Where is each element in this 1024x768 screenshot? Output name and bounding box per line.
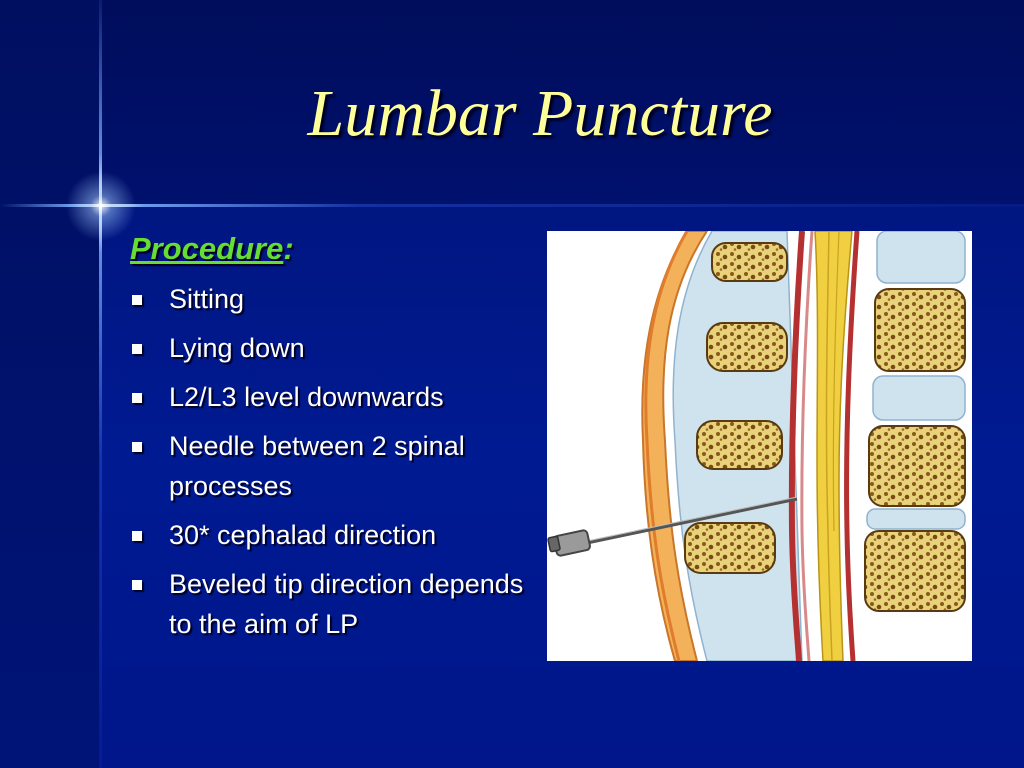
section-heading-suffix: : [283,231,294,266]
lens-flare-star-icon [60,165,142,247]
section-heading: Procedure: [130,230,530,267]
bullet-text: Sitting [169,284,245,315]
bullet-item: Beveled tip direction depends to the aim… [130,564,530,644]
bullet-square-icon [132,393,142,404]
spine-needle-illustration-icon [547,231,966,661]
bullet-square-icon [132,531,142,542]
lens-flare-horizontal [0,204,1024,207]
left-band [0,0,100,768]
bullet-text: Beveled tip direction depends to the aim… [169,569,524,640]
bullet-text: L2/L3 level downwards [169,382,444,413]
section-heading-word: Procedure [130,231,284,266]
bullet-item: L2/L3 level downwards [130,377,530,417]
header-band [0,0,1024,207]
bullet-item: Needle between 2 spinal processes [130,426,530,506]
slide-content: Procedure: Sitting Lying down L2/L3 leve… [130,230,530,653]
lens-flare-vertical [99,0,102,768]
bullet-text: 30* cephalad direction [169,520,437,551]
bullet-item: Sitting [130,279,530,319]
bullet-text: Lying down [169,333,305,364]
bullet-square-icon [132,580,142,591]
bullet-square-icon [132,344,142,355]
bullet-text: Needle between 2 spinal processes [169,431,465,502]
bullet-item: 30* cephalad direction [130,515,530,555]
bullet-square-icon [132,295,142,306]
slide-title: Lumbar Puncture [307,77,773,150]
bullet-list: Sitting Lying down L2/L3 level downwards… [130,279,530,644]
bullet-item: Lying down [130,328,530,368]
bullet-square-icon [132,442,142,453]
spine-illustration [547,231,972,661]
